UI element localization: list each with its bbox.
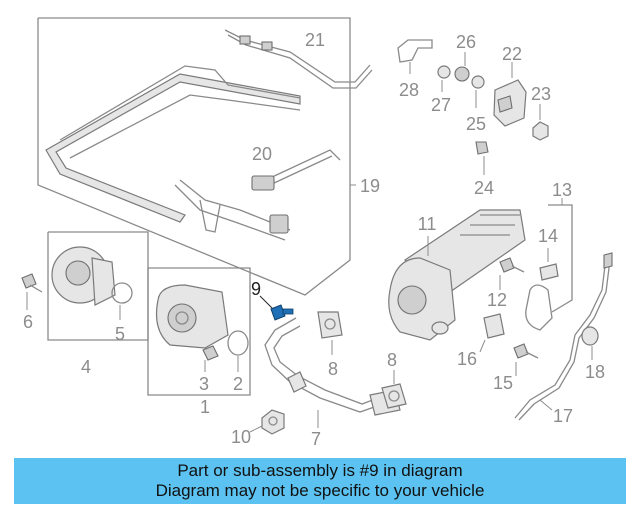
callout-17: 17	[553, 406, 573, 426]
callout-5: 5	[115, 324, 125, 344]
callout-20: 20	[252, 144, 272, 164]
callout-8b: 8	[387, 350, 397, 370]
pipe-17	[514, 252, 613, 421]
bolt-24	[475, 141, 489, 175]
callout-9: 9	[251, 279, 261, 299]
grommet-26	[454, 52, 470, 82]
bracket-13	[525, 198, 573, 331]
bolt-9-highlighted	[259, 295, 294, 321]
callout-labels: 1 2 3 4 5 6 7 8 8 9 10 11 12 13 14 15 16…	[23, 30, 605, 449]
washer-25	[471, 75, 485, 108]
callout-28: 28	[399, 80, 419, 100]
callout-25: 25	[466, 114, 486, 134]
solenoid-22	[493, 62, 527, 127]
egr-valve-box-1	[147, 267, 251, 396]
callout-14: 14	[538, 226, 558, 246]
gasket-8b	[381, 370, 407, 409]
bolt-15	[513, 343, 539, 376]
egr-valve-box-4	[47, 231, 149, 341]
callout-23: 23	[531, 84, 551, 104]
callout-2: 2	[233, 374, 243, 394]
bracket-28	[397, 39, 433, 74]
callout-8a: 8	[328, 359, 338, 379]
pipe-assembly-box	[37, 17, 373, 296]
callout-26: 26	[456, 32, 476, 52]
callout-3: 3	[199, 374, 209, 394]
callout-18: 18	[585, 362, 605, 382]
callout-7: 7	[311, 429, 321, 449]
callout-10: 10	[231, 427, 251, 447]
washer-27	[437, 65, 451, 92]
caption-line-2: Diagram may not be specific to your vehi…	[155, 481, 485, 500]
callout-22: 22	[502, 44, 522, 64]
callout-11: 11	[418, 214, 437, 234]
nut-23	[532, 104, 549, 141]
callout-21: 21	[305, 30, 325, 50]
gasket-8a	[317, 311, 343, 355]
gasket-16	[479, 313, 505, 353]
callout-16: 16	[457, 349, 477, 369]
callout-13: 13	[552, 180, 572, 200]
callout-15: 15	[493, 373, 513, 393]
callout-4: 4	[81, 357, 91, 377]
callout-1: 1	[200, 397, 210, 417]
callout-19: 19	[360, 176, 380, 196]
caption-banner: Part or sub-assembly is #9 in diagram Di…	[14, 458, 626, 504]
grommet-18	[581, 326, 599, 360]
bolt-6	[21, 273, 43, 310]
bolt-12	[499, 257, 525, 290]
callout-6: 6	[23, 312, 33, 332]
callout-24: 24	[474, 178, 494, 198]
parts-diagram: 1 2 3 4 5 6 7 8 8 9 10 11 12 13 14 15 16…	[21, 17, 613, 449]
nut-10	[249, 409, 285, 435]
callout-27: 27	[431, 95, 451, 115]
egr-cooler-11	[388, 209, 526, 341]
callout-12: 12	[487, 290, 507, 310]
caption-line-1: Part or sub-assembly is #9 in diagram	[177, 461, 463, 480]
